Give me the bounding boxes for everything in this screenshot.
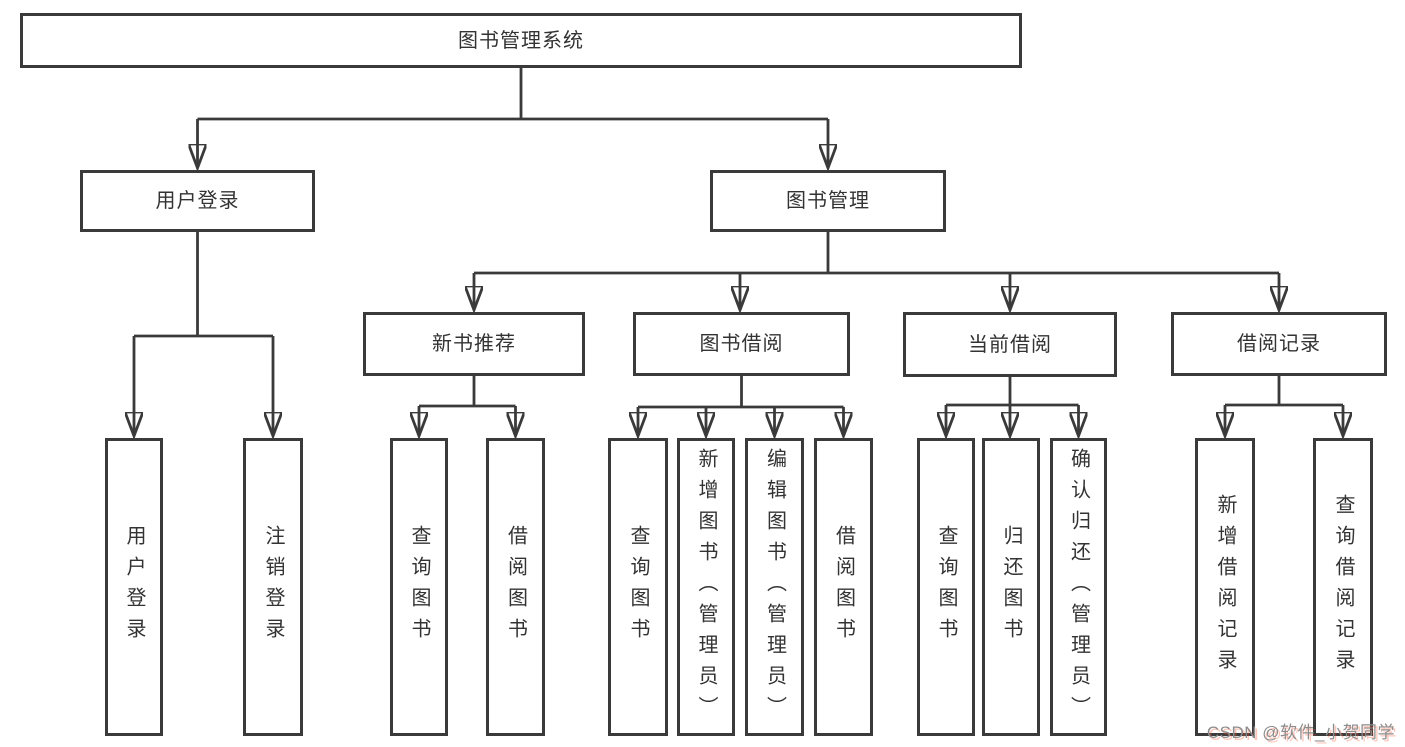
leaf-edit-book-admin: 编辑图书（管理员）	[745, 438, 804, 736]
leaf-recommend-borrow-book-label: 借阅图书	[504, 525, 527, 649]
leaf-confirm-return-admin: 确认归还（管理员）	[1050, 438, 1107, 736]
node-new-book-recommend: 新书推荐	[363, 312, 585, 376]
leaf-borrow-book-label: 借阅图书	[832, 525, 855, 649]
leaf-add-book-admin-label: 新增图书（管理员）	[695, 447, 717, 727]
leaf-logout-label: 注销登录	[262, 525, 284, 649]
leaf-add-book-admin: 新增图书（管理员）	[677, 438, 735, 736]
leaf-user-login-label: 用户登录	[123, 525, 145, 649]
leaf-current-query-book: 查询图书	[917, 438, 975, 736]
node-root-system: 图书管理系统	[20, 13, 1022, 68]
leaf-return-book-label: 归还图书	[1000, 525, 1022, 649]
leaf-confirm-return-admin-label: 确认归还（管理员）	[1067, 447, 1090, 727]
leaf-borrow-query-book: 查询图书	[608, 438, 668, 736]
leaf-current-query-book-label: 查询图书	[935, 525, 957, 649]
leaf-edit-book-admin-label: 编辑图书（管理员）	[763, 447, 786, 727]
node-user-login-branch: 用户登录	[80, 170, 315, 232]
leaf-query-borrow-record: 查询借阅记录	[1313, 438, 1373, 736]
leaf-query-borrow-record-label: 查询借阅记录	[1332, 494, 1354, 680]
leaf-add-borrow-record: 新增借阅记录	[1195, 438, 1255, 736]
leaf-user-login: 用户登录	[105, 438, 163, 736]
leaf-logout: 注销登录	[243, 438, 303, 736]
leaf-return-book: 归还图书	[982, 438, 1040, 736]
leaf-borrow-query-book-label: 查询图书	[627, 525, 649, 649]
leaf-recommend-query-book: 查询图书	[390, 438, 448, 736]
leaf-recommend-query-book-label: 查询图书	[408, 525, 430, 649]
leaf-add-borrow-record-label: 新增借阅记录	[1214, 494, 1236, 680]
node-book-management: 图书管理	[710, 170, 946, 232]
leaf-recommend-borrow-book: 借阅图书	[486, 438, 545, 736]
node-book-borrow: 图书借阅	[633, 312, 850, 376]
node-current-borrow: 当前借阅	[903, 312, 1117, 377]
node-borrow-records: 借阅记录	[1171, 312, 1387, 376]
leaf-borrow-book: 借阅图书	[814, 438, 873, 736]
